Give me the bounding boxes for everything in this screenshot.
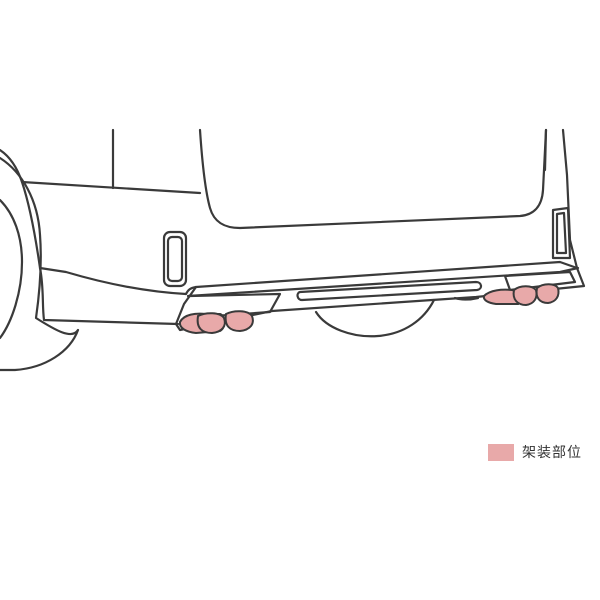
left-reflector: [162, 230, 188, 288]
right-exhaust-recess: [503, 270, 577, 292]
right-reflector-inner: [555, 211, 568, 255]
left-tire: [0, 156, 80, 372]
highlight-parts: [178, 283, 560, 335]
left-exhaust-tip-1: [196, 312, 226, 335]
left-reflector-inner: [166, 235, 184, 283]
body-left-edge: [0, 148, 202, 195]
left-exhaust-tip-2: [224, 310, 254, 333]
legend-label: 架装部位: [522, 445, 582, 461]
right-pillar-inner: [543, 128, 548, 172]
side-skirt-line: [38, 266, 188, 296]
right-tire: [314, 298, 436, 338]
diffuser-center-slot: [296, 280, 483, 302]
legend-swatch: [488, 443, 514, 461]
legend: 架装部位: [488, 442, 582, 462]
left-wheel-arch: [0, 198, 24, 340]
rear-quarter-panel: [20, 180, 180, 326]
rear-window: [198, 128, 548, 230]
right-rear-lower: [453, 296, 480, 301]
right-exhaust-tip-2: [535, 283, 560, 305]
right-reflector: [551, 206, 572, 260]
right-exhaust-tip-1: [512, 285, 538, 307]
